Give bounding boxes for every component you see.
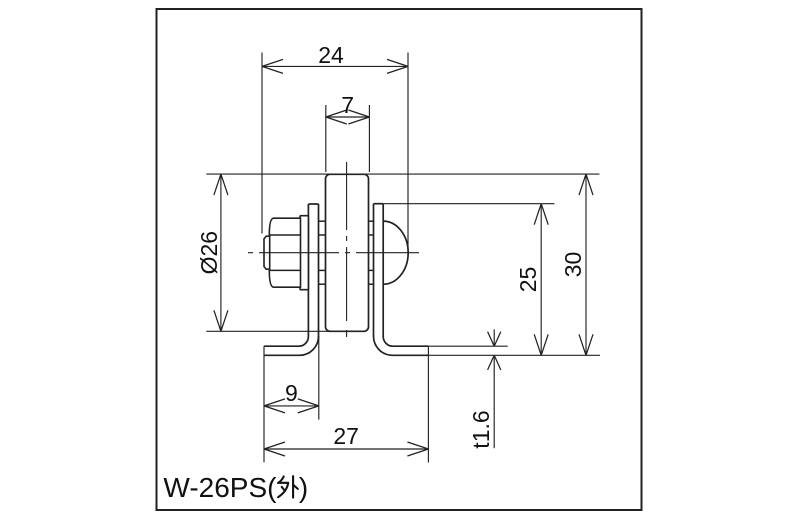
dim-t16 [487,329,502,449]
dim-label-30: 30 [560,252,586,278]
dim-9 [263,398,319,414]
dimension-texts: 24 7 Ø26 25 30 9 27 t1.6 [196,42,586,449]
center-lines [248,162,420,337]
dim-label-27: 27 [333,423,359,449]
dim-dia26 [213,173,229,332]
part-label-suffix: ) [299,472,308,503]
dim-25 [533,203,549,356]
right-plate-inner-surface [382,203,429,348]
dim-label-dia26: Ø26 [196,231,222,274]
dim-label-9: 9 [285,380,298,406]
dim-30 [578,173,594,356]
part-label: W-26PS( ) [163,472,308,503]
dim-27 [263,441,429,457]
kanji-soto-glyph [277,475,299,499]
dim-label-7: 7 [341,92,354,118]
dimension-lines [213,58,594,457]
frame-border [155,8,643,511]
dim-label-24: 24 [318,42,344,68]
right-plate-outer-surface [372,203,429,357]
dim-label-25: 25 [515,267,541,293]
dim-24 [261,58,409,74]
dim-7 [325,109,370,125]
left-plate-inner-surface [263,204,310,348]
part-label-prefix: W-26PS( [163,472,277,503]
dim-label-t16: t1.6 [468,410,494,448]
